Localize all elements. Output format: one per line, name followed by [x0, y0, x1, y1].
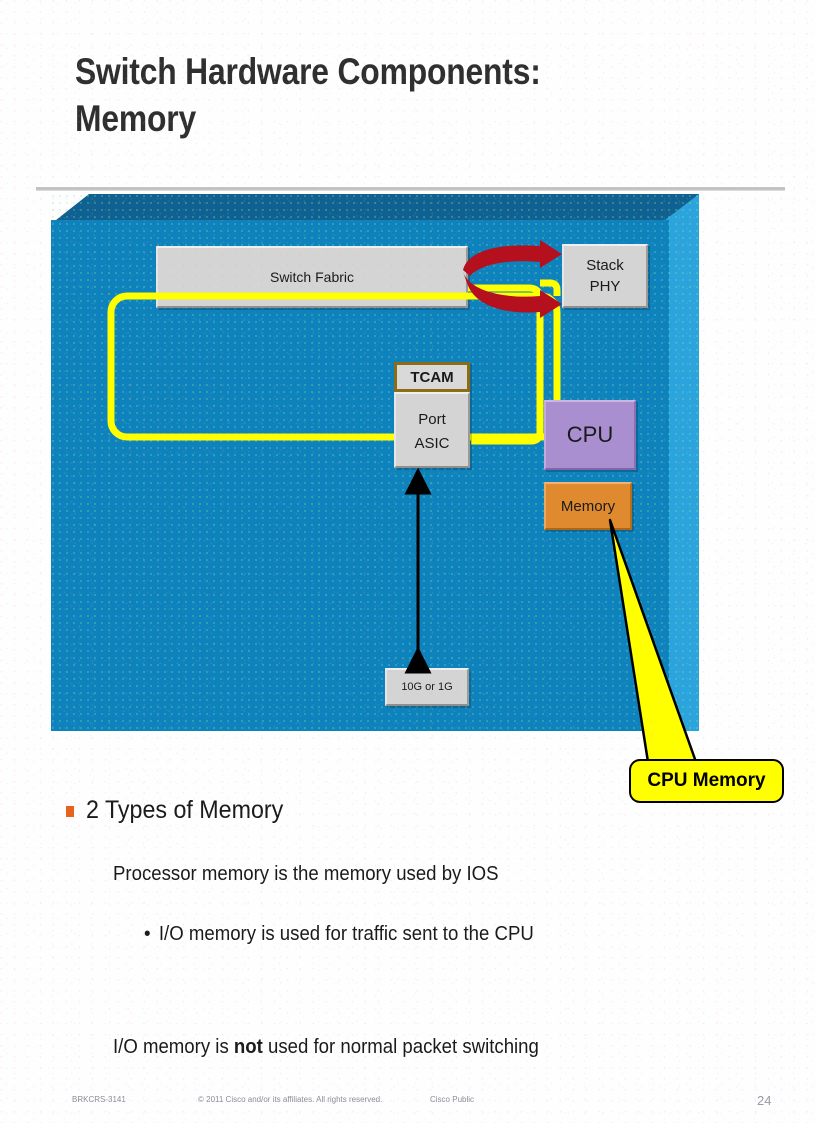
uplink-speed-box[interactable]: 10G or 1G: [385, 668, 469, 706]
port-asic-label-line1: Port: [418, 411, 446, 428]
bullet-1-label: 2 Types of Memory: [86, 796, 284, 824]
tcam-label: TCAM: [410, 368, 454, 386]
cpu-box[interactable]: CPU: [544, 400, 636, 470]
port-asic-label-line2: ASIC: [414, 435, 450, 452]
sub-bullet-io-memory-traffic: • I/O memory is used for traffic sent to …: [144, 923, 534, 946]
slide-footer: BRKCRS-3141 © 2011 Cisco and/or its affi…: [0, 1093, 816, 1111]
cpu-memory-callout-box[interactable]: CPU Memory: [629, 759, 784, 803]
footer-page-number: 24: [757, 1093, 772, 1108]
stack-phy-label-line1: Stack: [586, 257, 624, 274]
sub-bullet-3-emphasis: not: [233, 1036, 263, 1058]
bullet-2-types-of-memory: 2 Types of Memory: [66, 796, 298, 825]
port-asic-box[interactable]: Port ASIC: [394, 392, 470, 468]
sub-bullet-io-memory-not-switching: I/O memory is not used for normal packet…: [113, 1036, 539, 1059]
cpu-label: CPU: [566, 422, 614, 447]
stack-phy-box[interactable]: Stack PHY: [562, 244, 648, 308]
footer-classification: Cisco Public: [430, 1095, 475, 1104]
uplink-speed-label: 10G or 1G: [401, 681, 453, 693]
chassis-top-face: [51, 194, 699, 224]
memory-label: Memory: [560, 497, 616, 515]
cpu-memory-callout[interactable]: CPU Memory: [600, 516, 800, 816]
sub-bullet-3-suffix: used for normal packet switching: [262, 1036, 539, 1058]
sub-bullet-3-prefix: I/O memory is: [113, 1036, 234, 1058]
chassis-side-face: [665, 194, 699, 731]
cpu-memory-callout-label: CPU Memory: [647, 770, 766, 791]
sub-bullet-processor-memory: Processor memory is the memory used by I…: [113, 863, 499, 886]
switch-fabric-label: Switch Fabric: [269, 269, 355, 285]
tcam-box[interactable]: TCAM: [394, 362, 470, 392]
round-bullet-icon: •: [144, 923, 151, 945]
footer-copyright: © 2011 Cisco and/or its affiliates. All …: [198, 1095, 383, 1104]
switch-fabric-box[interactable]: Switch Fabric: [156, 246, 468, 308]
sub-bullet-2-label: I/O memory is used for traffic sent to t…: [158, 923, 534, 945]
stack-phy-label-line2: PHY: [589, 278, 621, 295]
footer-session-code: BRKCRS-3141: [72, 1095, 126, 1104]
page-title: Switch Hardware Components: Memory: [75, 51, 541, 139]
sub-bullet-1-label: Processor memory is the memory used by I…: [113, 863, 499, 885]
memory-box[interactable]: Memory: [544, 482, 632, 530]
title-divider: [36, 187, 785, 191]
square-bullet-icon: [66, 806, 74, 817]
